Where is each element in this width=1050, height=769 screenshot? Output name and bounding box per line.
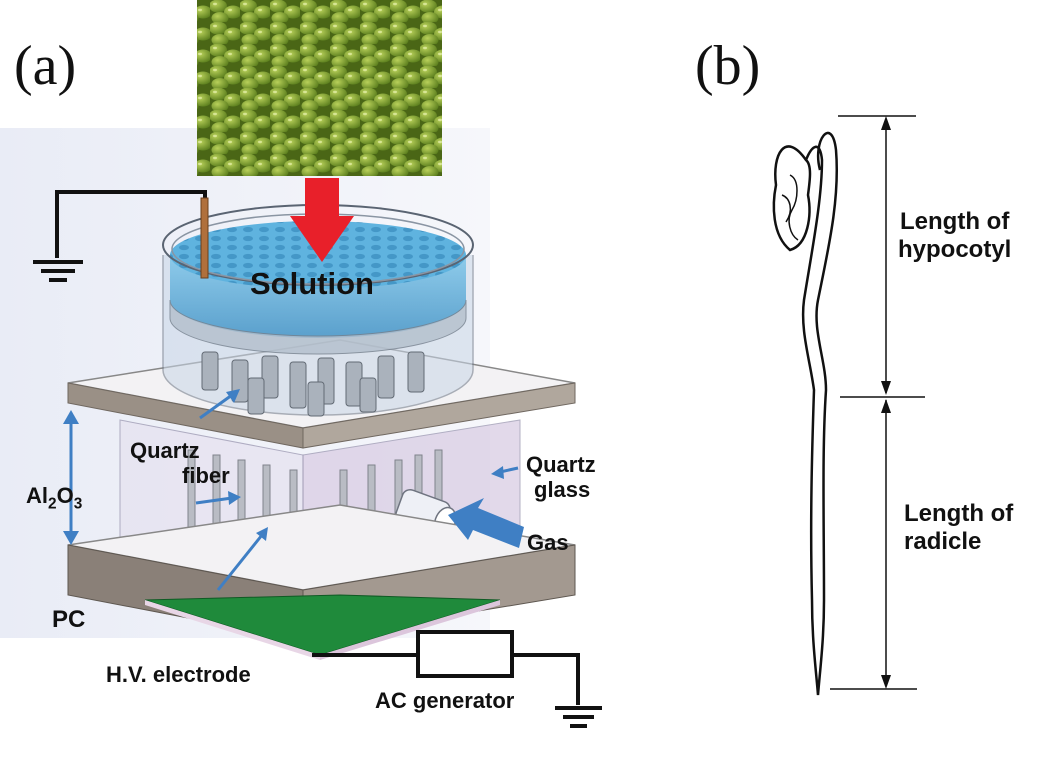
hv-electrode-label: H.V. electrode xyxy=(106,662,251,687)
hypocotyl-length-label: Length of hypocotyl xyxy=(898,208,1012,263)
panel-b-label: (b) xyxy=(695,35,761,97)
solution-label: Solution xyxy=(250,266,374,301)
inner-tubes xyxy=(201,351,425,417)
radicle-length-label: Length of radicle xyxy=(904,500,1014,555)
ac-generator-label: AC generator xyxy=(375,688,515,713)
gas-arrow xyxy=(448,498,524,548)
pcb-edge xyxy=(145,600,320,660)
ac-circuit xyxy=(312,630,602,728)
top-plate-right-edge xyxy=(302,382,576,449)
quartz-fiber-label: Quartz fiber xyxy=(130,438,230,489)
pc-label: PC xyxy=(52,606,86,633)
ground-symbol-top xyxy=(33,260,83,282)
pointer-arrows xyxy=(195,389,519,591)
cotyledon xyxy=(772,145,812,252)
pcb-edge-right xyxy=(320,600,500,660)
mung-bean-photo xyxy=(197,0,442,176)
solution-container xyxy=(162,204,474,417)
red-arrow xyxy=(290,178,354,262)
al2o3-double-arrow xyxy=(63,410,79,545)
seedling-outline xyxy=(801,131,839,696)
panel-a-label: (a) xyxy=(14,35,77,97)
al2o3-label: Al2O3 xyxy=(26,483,83,513)
gas-label: Gas xyxy=(527,530,569,555)
ground-electrode xyxy=(200,197,209,279)
quartz-glass-label: Quartz glass xyxy=(526,452,596,503)
measurement-lines xyxy=(830,115,925,690)
